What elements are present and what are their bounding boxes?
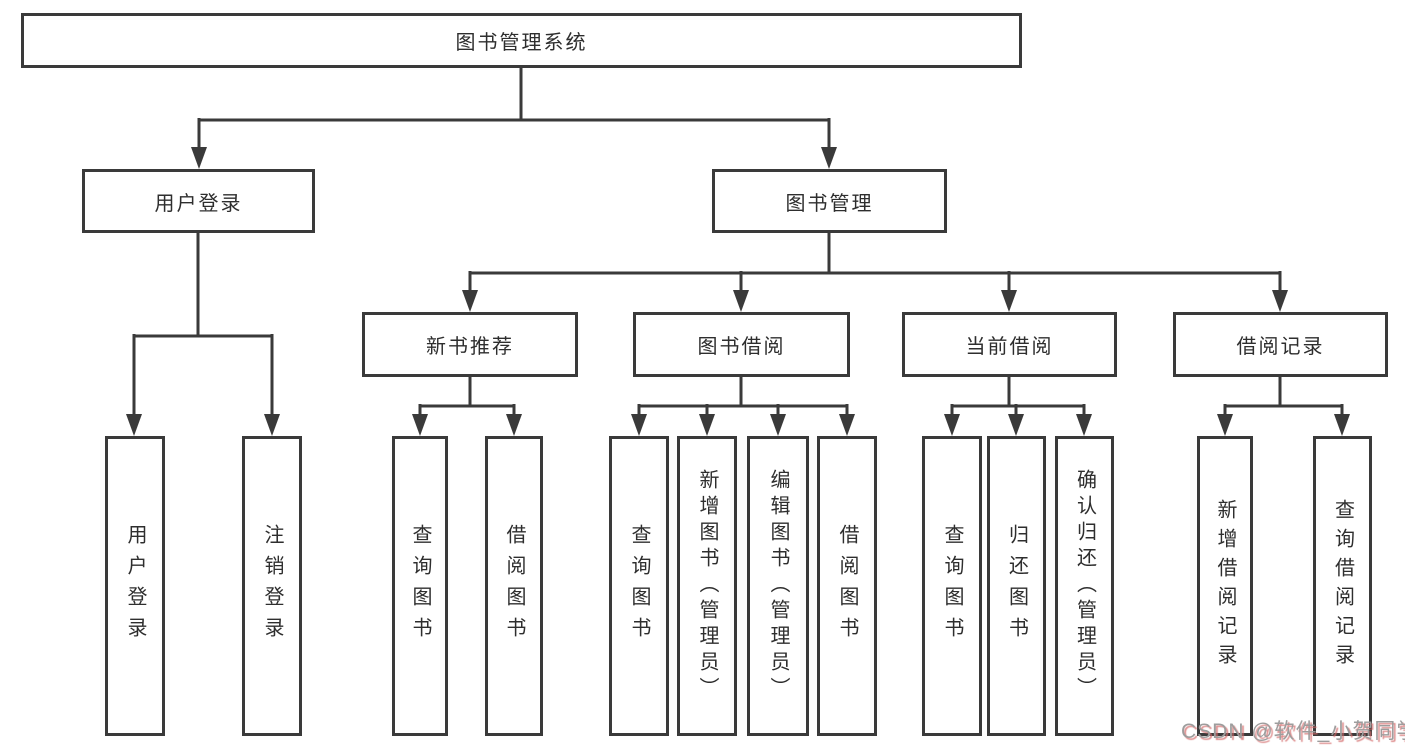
leaf-query-books-current: 查询图书 — [922, 436, 982, 736]
leaf-label: 借阅图书 — [836, 524, 858, 648]
leaf-label: 借阅图书 — [503, 524, 525, 648]
node-label: 图书管理系统 — [455, 32, 588, 54]
node-current-borrowing: 当前借阅 — [902, 312, 1117, 377]
leaf-label: 查询图书 — [409, 524, 431, 648]
leaf-query-books-borrow: 查询图书 — [609, 436, 669, 736]
leaf-confirm-return-admin: 确认归还（管理员） — [1055, 436, 1114, 736]
node-library-management-system: 图书管理系统 — [21, 13, 1022, 68]
connector-new-rec — [418, 377, 516, 417]
leaf-label: 查询图书 — [941, 524, 963, 648]
connector-borrow — [637, 377, 849, 417]
node-label: 图书管理 — [785, 192, 874, 215]
node-label: 用户登录 — [154, 192, 243, 215]
connector-root — [197, 68, 831, 149]
leaf-label: 确认归还（管理员） — [1073, 469, 1096, 703]
leaf-label: 归还图书 — [1005, 524, 1028, 648]
leaf-label: 新增图书（管理员） — [696, 469, 718, 703]
csdn-watermark: CSDN @软件_小贺同学 — [1181, 720, 1405, 743]
leaf-label: 用户登录 — [124, 524, 146, 648]
leaf-borrow-books: 借阅图书 — [817, 436, 877, 736]
node-label: 新书推荐 — [426, 336, 514, 358]
arrowheads — [126, 147, 1350, 436]
leaf-label: 编辑图书（管理员） — [767, 469, 789, 703]
leaf-borrow-books-recommend: 借阅图书 — [485, 436, 543, 736]
node-book-management: 图书管理 — [712, 169, 947, 233]
leaf-logout: 注销登录 — [242, 436, 302, 736]
leaf-label: 查询借阅记录 — [1331, 499, 1354, 673]
leaf-label: 新增借阅记录 — [1214, 499, 1236, 673]
leaf-label: 注销登录 — [261, 524, 283, 648]
connector-records — [1223, 377, 1344, 417]
node-book-borrowing: 图书借阅 — [633, 312, 850, 377]
leaf-query-borrow-record: 查询借阅记录 — [1313, 436, 1372, 736]
leaf-user-login: 用户登录 — [105, 436, 165, 736]
node-new-book-recommendation: 新书推荐 — [362, 312, 578, 377]
leaf-query-books-recommend: 查询图书 — [392, 436, 448, 736]
leaf-return-books: 归还图书 — [987, 436, 1046, 736]
node-label: 借阅记录 — [1236, 336, 1325, 358]
leaf-add-book-admin: 新增图书（管理员） — [677, 436, 737, 736]
node-user-login: 用户登录 — [82, 169, 315, 233]
node-label: 图书借阅 — [697, 336, 786, 358]
leaf-add-borrow-record: 新增借阅记录 — [1197, 436, 1253, 736]
connector-current — [950, 377, 1086, 417]
node-borrowing-records: 借阅记录 — [1173, 312, 1388, 377]
node-label: 当前借阅 — [965, 336, 1054, 358]
leaf-edit-book-admin: 编辑图书（管理员） — [747, 436, 809, 736]
connector-user-login — [132, 233, 274, 417]
leaf-label: 查询图书 — [628, 524, 650, 648]
connector-book-mgmt — [468, 233, 1282, 292]
